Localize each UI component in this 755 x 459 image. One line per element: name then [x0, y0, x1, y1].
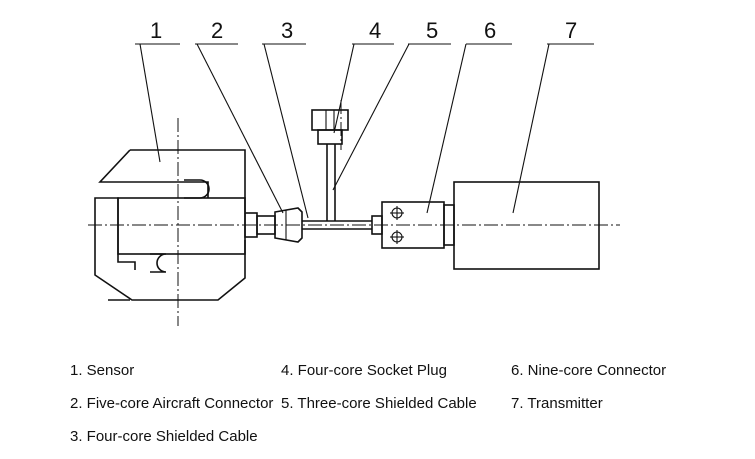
- callout-3: 3: [281, 18, 293, 43]
- callout-2: 2: [211, 18, 223, 43]
- legend-item-6: 6. Nine-core Connector: [511, 362, 667, 379]
- legend-item-7: 7. Transmitter: [511, 395, 603, 412]
- callout-6: 6: [484, 18, 496, 43]
- legend-item-4: 4. Four-core Socket Plug: [281, 362, 447, 379]
- sensor: [94, 149, 246, 301]
- leader-lines: [139, 43, 550, 219]
- transmitter: [453, 181, 600, 270]
- legend-item-1: 1. Sensor: [70, 362, 135, 379]
- wiring-diagram: 1 2 3 4 5 6 7: [88, 18, 620, 326]
- three-core-shielded-cable: [326, 144, 336, 221]
- centerlines: [88, 100, 620, 326]
- five-core-aircraft-connector: [244, 207, 303, 243]
- callout-1: 1: [150, 18, 162, 43]
- four-core-socket-plug: [311, 109, 349, 145]
- legend-item-2: 2. Five-core Aircraft Connector: [70, 395, 274, 412]
- four-core-shielded-cable: [302, 220, 372, 230]
- callout-5: 5: [426, 18, 438, 43]
- legend-item-3: 3. Four-core Shielded Cable: [70, 428, 258, 445]
- callout-7: 7: [565, 18, 577, 43]
- legend-item-5: 5. Three-core Shielded Cable: [281, 395, 477, 412]
- callout-4: 4: [369, 18, 381, 43]
